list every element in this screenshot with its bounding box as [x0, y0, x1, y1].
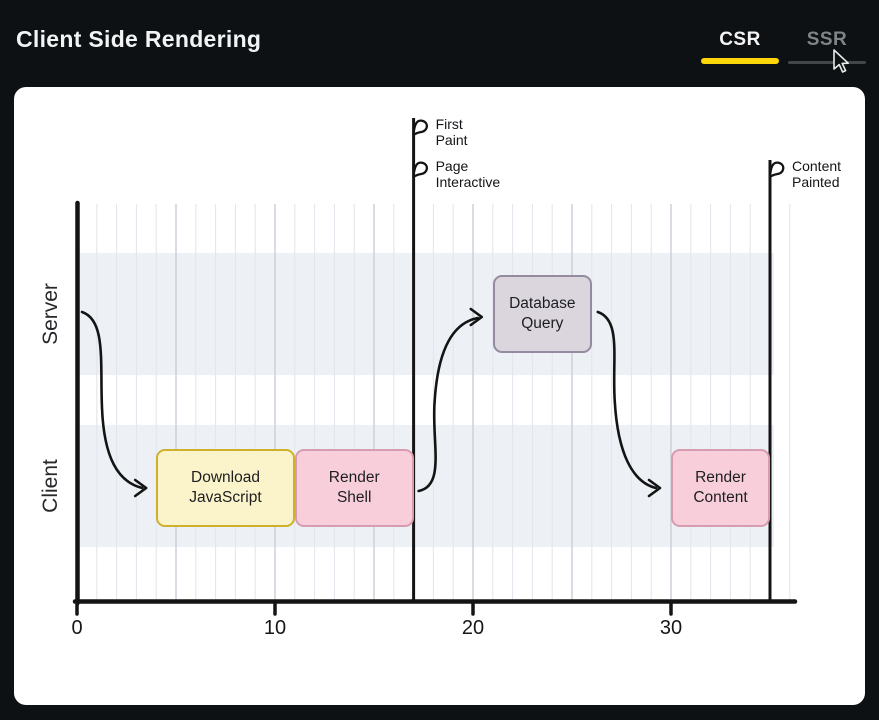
tab-csr[interactable]: CSR: [719, 29, 761, 50]
page-title: Client Side Rendering: [16, 26, 262, 52]
mouse-cursor-icon: [833, 49, 849, 73]
tab-ssr-underline[interactable]: [788, 61, 866, 64]
tab-ssr[interactable]: SSR: [806, 29, 848, 50]
tab-csr-active-underline[interactable]: [701, 58, 779, 64]
chart-card: [14, 87, 865, 705]
